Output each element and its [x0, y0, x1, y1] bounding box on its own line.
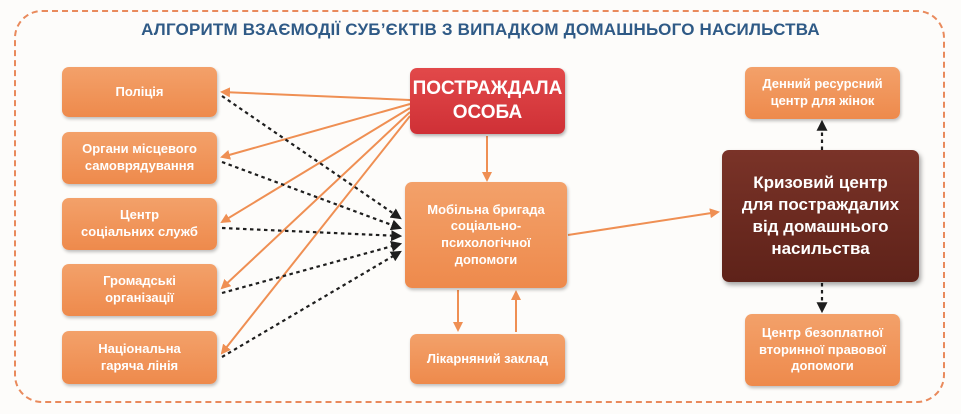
- legal-aid-box: Центр безоплатної вторинної правової доп…: [745, 314, 900, 386]
- victim-box: ПОСТРАЖДАЛА ОСОБА: [410, 68, 565, 134]
- diagram-title: АЛГОРИТМ ВЗАЄМОДІЇ СУБ’ЄКТІВ З ВИПАДКОМ …: [141, 20, 820, 39]
- arrow-victim-to-public-orgs: [220, 111, 411, 290]
- crisis-center-box: Кризовий центр для постраждалих від дома…: [722, 150, 919, 282]
- arrow-victim-to-local-government: [220, 103, 411, 160]
- hospital-box: Лікарняний заклад: [410, 334, 565, 384]
- mobile-team-box: Мобільна бригада соціально- психологічно…: [405, 182, 567, 288]
- social-services-box: Центр соціальних служб: [62, 198, 217, 250]
- dotted-arrow-local-government-to-mobile-team: [221, 160, 403, 231]
- dotted-arrow-public-orgs-to-mobile-team: [221, 241, 403, 295]
- arrow-mobile-team-to-crisis-center: [567, 208, 720, 236]
- public-orgs-box: Громадські організації: [62, 264, 217, 316]
- day-center-box: Денний ресурсний центр для жінок: [745, 67, 900, 119]
- police-box: Поліція: [62, 67, 217, 117]
- hotline-box: Національна гаряча лінія: [62, 331, 217, 384]
- arrow-victim-to-social-services: [220, 107, 411, 224]
- arrow-victim-to-hotline: [220, 115, 411, 355]
- dotted-arrow-police-to-mobile-team: [221, 95, 402, 220]
- local-government-box: Органи місцевого самоврядування: [62, 132, 217, 184]
- arrow-victim-to-police: [220, 87, 411, 101]
- dotted-arrow-social-services-to-mobile-team: [221, 226, 403, 242]
- diagram-frame: [14, 10, 945, 403]
